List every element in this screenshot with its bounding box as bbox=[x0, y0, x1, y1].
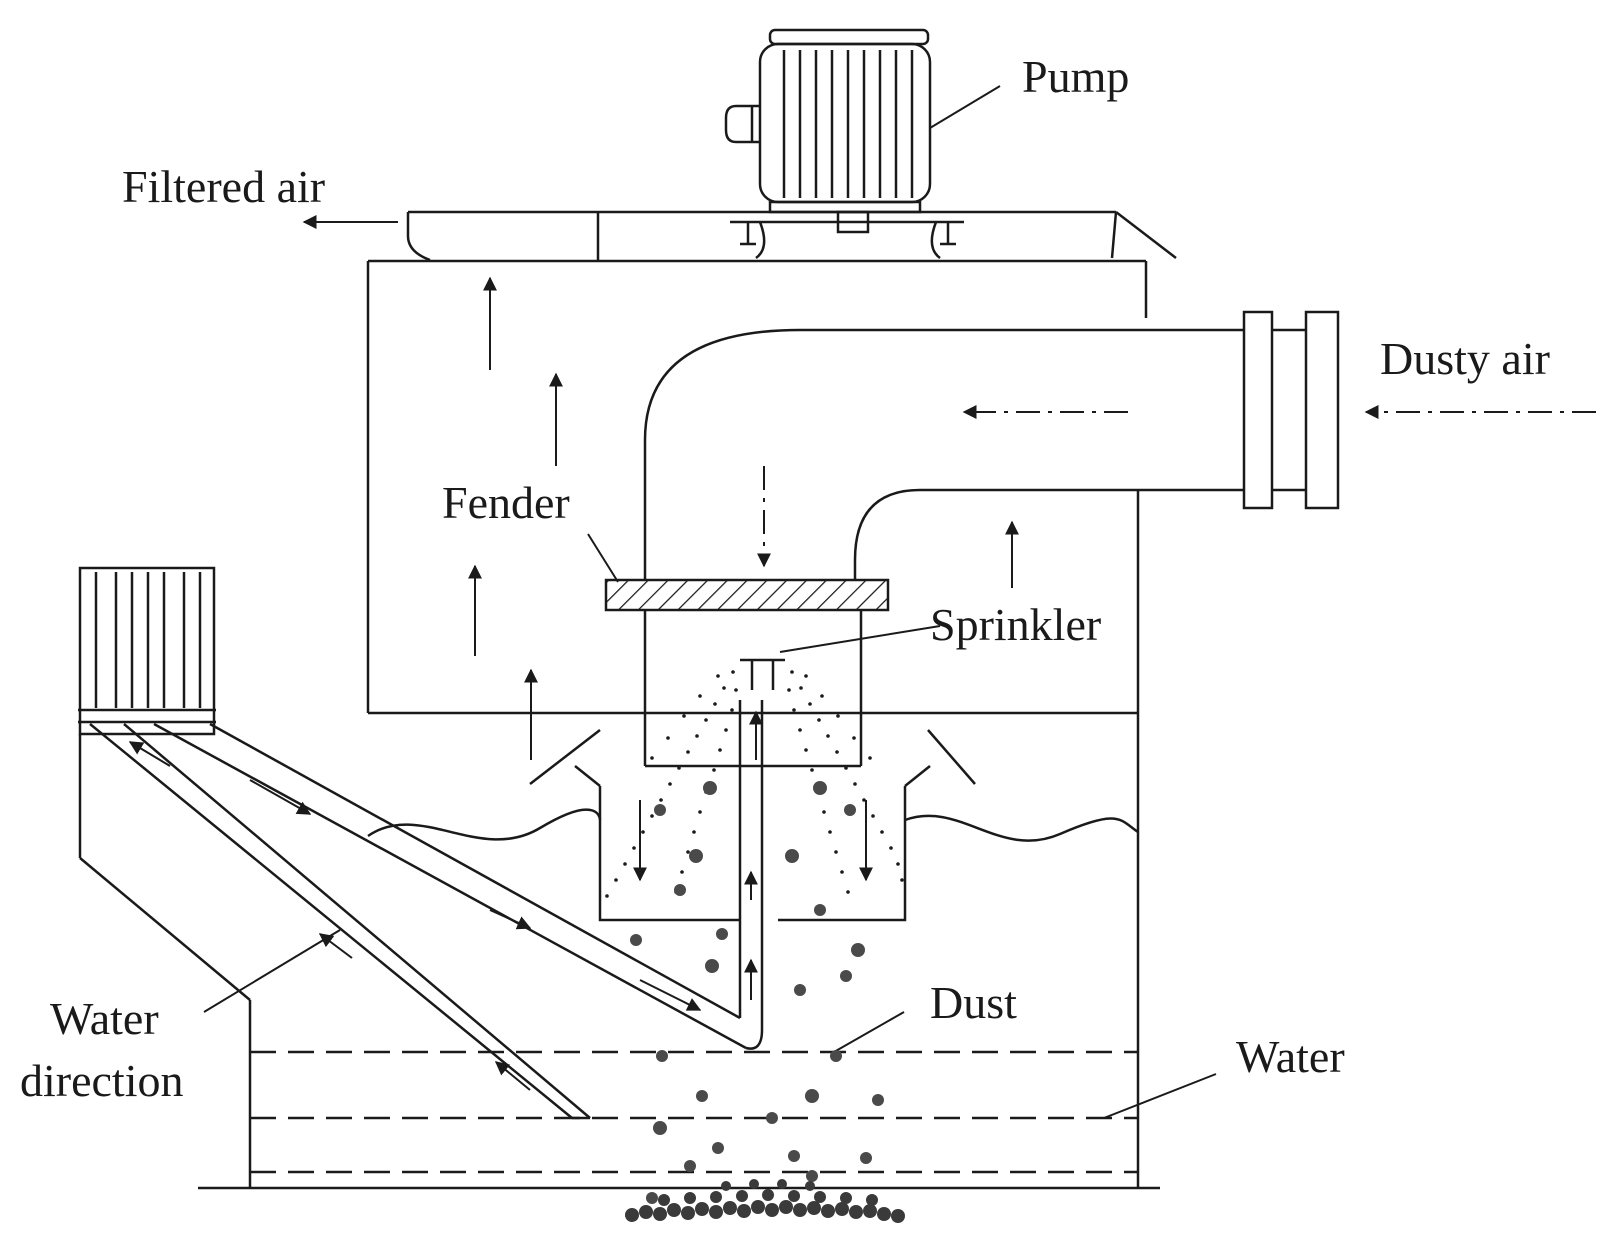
water-flow-arrows bbox=[128, 710, 763, 1091]
dusty-air-arrows bbox=[757, 405, 1596, 568]
filtered-air-label: Filtered air bbox=[122, 161, 325, 212]
leader-lines bbox=[203, 85, 1217, 1119]
fender-label: Fender bbox=[442, 477, 570, 528]
roof-exhaust bbox=[406, 210, 1177, 262]
tank-body bbox=[248, 259, 1148, 1188]
water-direction-label-line2: direction bbox=[20, 1055, 184, 1106]
dusty-air-label: Dusty air bbox=[1380, 333, 1550, 384]
deflector-funnel bbox=[367, 729, 1139, 922]
water-levels bbox=[250, 1050, 1138, 1174]
side-pump-housing bbox=[78, 566, 251, 1001]
water-label: Water bbox=[1236, 1031, 1345, 1082]
dust-sediment bbox=[625, 1179, 905, 1223]
sprinkler-label: Sprinkler bbox=[930, 599, 1101, 650]
pump-label: Pump bbox=[1022, 51, 1129, 102]
pump-motor bbox=[724, 28, 932, 214]
fender-plate bbox=[604, 578, 890, 612]
air-flow-arrows bbox=[302, 215, 1019, 882]
dust-label: Dust bbox=[930, 977, 1017, 1028]
water-direction-label-line1: Water bbox=[50, 993, 159, 1044]
inlet-pipe bbox=[643, 310, 1340, 580]
spray-droplets bbox=[605, 670, 904, 898]
sprinkler-chamber bbox=[643, 610, 863, 768]
dust-particles bbox=[630, 781, 884, 1204]
